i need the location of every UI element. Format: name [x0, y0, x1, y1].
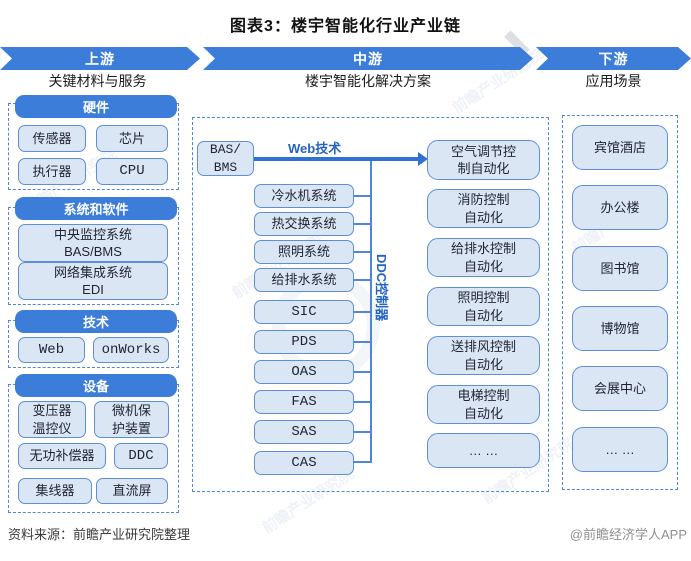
connector: [354, 223, 370, 225]
automation-ellipsis: … …: [427, 433, 540, 468]
scene-museum: 博物馆: [572, 306, 668, 351]
system-sas: SAS: [254, 420, 354, 444]
item-dc-panel: 直流屏: [96, 478, 168, 504]
system-fas: FAS: [254, 390, 354, 414]
connector: [354, 371, 370, 373]
item-reactive-power-compensator: 无功补偿器: [18, 443, 106, 469]
system-pds: PDS: [254, 330, 354, 354]
group-technology-header: 技术: [15, 310, 177, 333]
scene-convention-center: 会展中心: [572, 366, 668, 411]
item-cpu: CPU: [96, 158, 168, 185]
group-hardware-header: 硬件: [15, 95, 177, 118]
connector: [354, 401, 370, 403]
midstream-sublabel: 楼宇智能化解决方案: [305, 73, 431, 89]
item-onworks: onWorks: [93, 337, 169, 363]
item-actuator: 执行器: [18, 158, 86, 185]
item-sensor: 传感器: [18, 125, 86, 152]
bas-bms-box: BAS/ BMS: [197, 141, 254, 176]
system-heat-exchange: 热交换系统: [254, 212, 354, 236]
upstream-sublabel: 关键材料与服务: [48, 73, 147, 89]
system-chiller: 冷水机系统: [254, 184, 354, 208]
system-water-supply: 给排水系统: [254, 268, 354, 292]
automation-lighting-control: 照明控制 自动化: [427, 287, 540, 326]
midstream-frame: [192, 117, 549, 492]
system-oas: OAS: [254, 360, 354, 384]
system-cas: CAS: [254, 451, 354, 475]
banner-downstream: 下游: [536, 47, 691, 70]
source-note: 资料来源：前瞻产业研究院整理: [8, 527, 191, 542]
group-equipment-header: 设备: [15, 374, 177, 397]
connector: [354, 461, 370, 463]
item-chip: 芯片: [96, 125, 168, 152]
connector: [354, 431, 370, 433]
system-lighting: 照明系统: [254, 240, 354, 264]
automation-air-conditioning: 空气调节控 制自动化: [427, 140, 540, 180]
scene-library: 图书馆: [572, 246, 668, 291]
item-microcomputer-protection: 微机保 护装置: [94, 401, 169, 438]
automation-elevator-control: 电梯控制 自动化: [427, 385, 540, 424]
group-software-header: 系统和软件: [15, 197, 177, 220]
system-sic: SIC: [254, 300, 354, 324]
arrow-head-icon: [418, 152, 428, 166]
connector: [354, 341, 370, 343]
ddc-bus-line: [370, 157, 372, 463]
item-web: Web: [18, 337, 85, 363]
banner-midstream: 中游: [203, 47, 533, 70]
item-network-integration-system: 网络集成系统 EDI: [18, 262, 168, 300]
scene-hotel: 宾馆酒店: [572, 125, 668, 170]
credit-note: @前瞻经济学人APP: [569, 527, 687, 542]
automation-ventilation-control: 送排风控制 自动化: [427, 336, 540, 375]
ddc-controller-label: DDC控制器: [374, 254, 389, 322]
connector: [354, 195, 370, 197]
downstream-sublabel: 应用场景: [585, 73, 642, 89]
bas-to-automation-line: [254, 157, 419, 161]
connector: [354, 311, 370, 313]
item-transformer-thermostat: 变压器 温控仪: [18, 401, 86, 438]
page-title: 图表3：楼宇智能化行业产业链: [230, 18, 461, 35]
item-ddc: DDC: [114, 443, 168, 469]
banner-upstream: 上游: [0, 47, 200, 70]
connector: [354, 251, 370, 253]
item-central-monitoring-system: 中央监控系统 BAS/BMS: [18, 224, 168, 262]
scene-ellipsis: … …: [572, 427, 668, 472]
automation-fire-control: 消防控制 自动化: [427, 189, 540, 228]
automation-water-control: 给排水控制 自动化: [427, 238, 540, 277]
downstream-frame: [562, 115, 678, 490]
connector: [354, 279, 370, 281]
scene-office-building: 办公楼: [572, 185, 668, 230]
item-hub: 集线器: [18, 478, 92, 504]
web-tech-label: Web技术: [288, 141, 342, 156]
